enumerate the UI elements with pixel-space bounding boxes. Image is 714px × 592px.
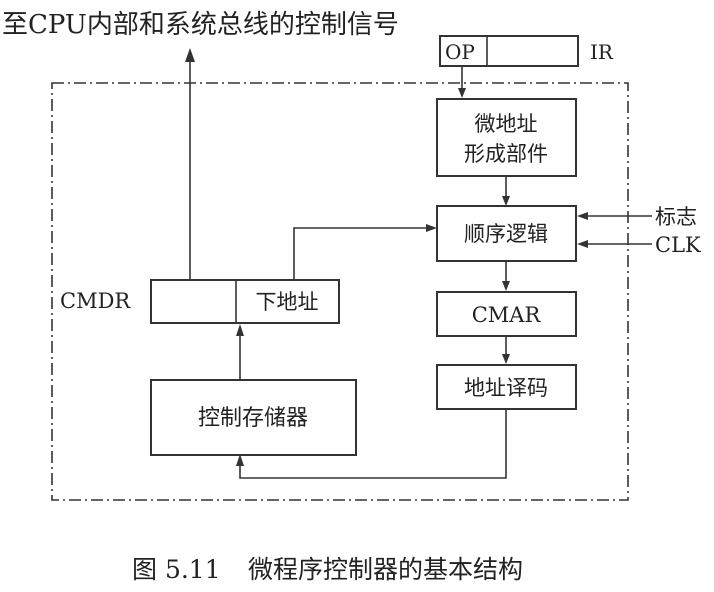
seq-to-cmar-arrowhead — [502, 281, 510, 291]
cmar-to-decode-arrowhead — [502, 354, 510, 364]
ir-label: IR — [590, 40, 614, 64]
decode-to-store-line — [239, 409, 507, 479]
flags-label: 标志 — [655, 205, 697, 229]
ir-op-field: OP — [445, 40, 475, 64]
next-address-field: 下地址 — [256, 290, 319, 314]
cmar-label: CMAR — [472, 303, 542, 327]
figure-number: 图 5.11 — [132, 555, 221, 584]
micro-address-former-line1: 微地址 — [475, 112, 538, 136]
figure-title: 微程序控制器的基本结构 — [248, 555, 523, 584]
clk-label: CLK — [655, 233, 701, 257]
cmdr-register — [150, 279, 340, 324]
top-signal-label: 至CPU内部和系统总线的控制信号 — [2, 10, 399, 40]
op-to-addr-former-arrowhead — [458, 88, 466, 98]
control-store-box — [150, 379, 357, 456]
cmdr-label: CMDR — [60, 289, 131, 313]
flags-input-arrowhead — [577, 212, 588, 220]
controller-boundary — [51, 82, 629, 501]
clk-input-arrowhead — [577, 240, 588, 248]
micro-address-former-line2: 形成部件 — [464, 142, 548, 166]
address-decoder-label: 地址译码 — [464, 376, 548, 400]
sequence-logic-label: 顺序逻辑 — [464, 222, 548, 246]
store-to-cmdr-arrowhead — [236, 324, 244, 336]
next-addr-to-seq-arrowhead — [426, 224, 437, 232]
cmar-box — [436, 291, 577, 337]
ir-register — [439, 35, 579, 67]
decode-to-store-arrowhead — [236, 454, 244, 466]
former-to-seq-arrowhead — [502, 196, 510, 206]
control-signal-arrowhead — [185, 48, 195, 62]
control-store-label: 控制存储器 — [198, 406, 308, 431]
sequence-logic-box — [436, 205, 577, 262]
next-addr-to-seq-line — [293, 227, 428, 280]
